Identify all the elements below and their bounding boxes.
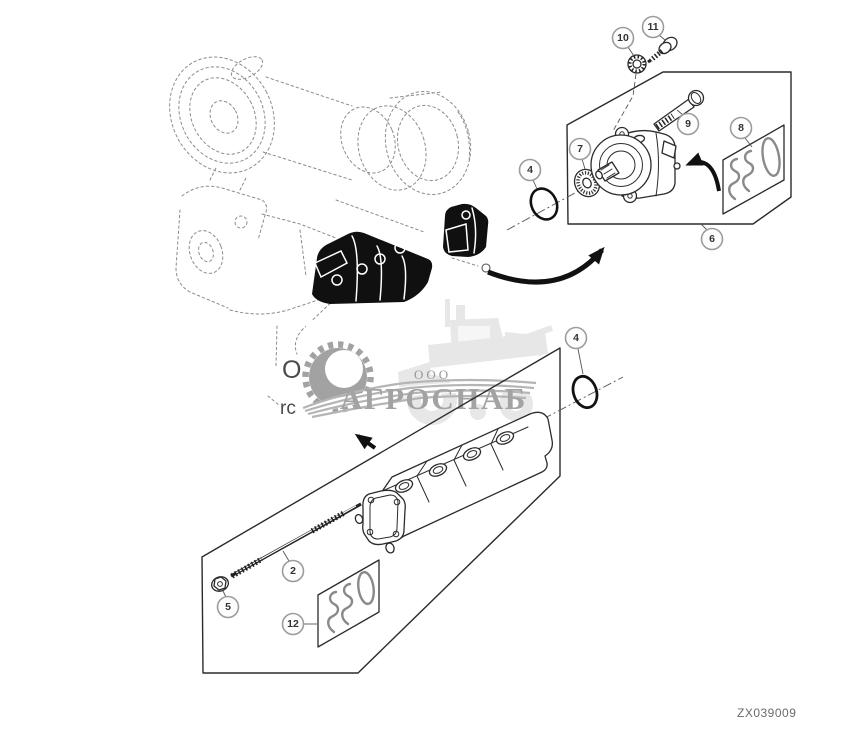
svg-text:5: 5 <box>225 601 231 613</box>
o-ring-4-bottom <box>571 374 599 410</box>
leader-10 <box>627 46 635 57</box>
callout-12[interactable]: 12 <box>281 612 305 636</box>
watermark-company-name: АГРОСНАБ <box>340 381 527 416</box>
watermark: ООО АГРОСНАБ <box>298 299 558 434</box>
callout-2[interactable]: 2 <box>281 559 305 583</box>
seal-kit-8 <box>722 124 785 215</box>
o-ring-4-top <box>529 187 559 221</box>
svg-text:9: 9 <box>685 118 691 130</box>
callout-5[interactable]: 5 <box>216 595 240 619</box>
callout-11[interactable]: 11 <box>641 15 665 39</box>
svg-text:8: 8 <box>738 122 744 134</box>
callout-4-bottom[interactable]: 4 <box>564 326 588 350</box>
detail-box-bottom <box>201 347 624 674</box>
gear-logo-icon <box>298 341 541 419</box>
leader-2 <box>282 550 290 562</box>
leader-6 <box>700 223 708 231</box>
svg-text:11: 11 <box>647 21 658 33</box>
svg-text:2: 2 <box>290 565 296 577</box>
screw-11 <box>647 36 678 64</box>
text-fragment-upper: O <box>282 356 301 384</box>
bolt-9 <box>653 89 705 132</box>
leader-4-top <box>532 179 538 190</box>
callout-8[interactable]: 8 <box>729 116 753 140</box>
mounted-pump-small <box>443 203 489 257</box>
seal-kit-12 <box>317 559 380 648</box>
svg-text:4: 4 <box>527 164 533 176</box>
arrow-pump-to-machine <box>354 433 377 450</box>
watermark-org-form: ООО <box>414 367 451 382</box>
leader-7 <box>581 158 586 170</box>
bushing-10 <box>627 54 647 74</box>
callout-4-top[interactable]: 4 <box>518 158 542 182</box>
arrow-seal-kit-to-pump <box>685 152 721 192</box>
leader-9 <box>676 109 684 116</box>
callout-9[interactable]: 9 <box>676 112 700 136</box>
mounted-pump-main <box>312 231 433 304</box>
threaded-rod-2 <box>230 502 362 579</box>
leader-8 <box>744 137 753 148</box>
callout-10[interactable]: 10 <box>611 26 635 50</box>
arrow-machine-to-detail-box <box>487 246 605 285</box>
callout-6[interactable]: 6 <box>700 227 724 251</box>
svg-text:10: 10 <box>617 32 629 44</box>
svg-text:6: 6 <box>709 233 715 245</box>
detail-box-6 <box>506 71 792 231</box>
gear-pump <box>590 126 681 204</box>
svg-text:4: 4 <box>573 332 579 344</box>
text-fragment-lower: rc <box>280 398 296 419</box>
svg-text:12: 12 <box>287 618 299 630</box>
nut-5 <box>211 576 229 592</box>
multi-section-pump <box>354 411 553 554</box>
svg-text:7: 7 <box>577 143 583 155</box>
callout-7[interactable]: 7 <box>568 137 592 161</box>
machine-outline-drawing <box>169 56 491 407</box>
leader-4-bottom <box>577 348 584 375</box>
drawing-number: ZX039009 <box>737 706 796 720</box>
